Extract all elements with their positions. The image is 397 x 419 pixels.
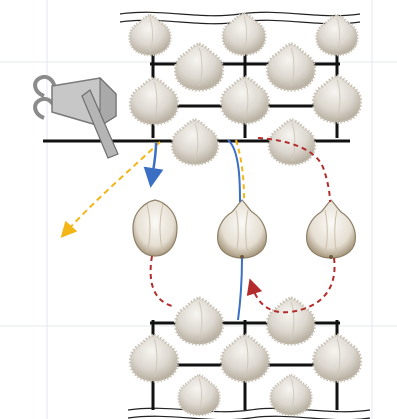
seed-icon	[221, 335, 268, 381]
seed-icon	[130, 78, 177, 124]
seed-icon	[179, 375, 220, 415]
seed-icon	[313, 335, 360, 381]
seed-icon	[269, 120, 315, 165]
seed-icon	[130, 335, 177, 381]
seed-icon	[218, 200, 267, 259]
seed-icon	[172, 120, 218, 165]
seed-icon	[307, 200, 356, 259]
seed-icon	[267, 298, 314, 344]
seed-icon	[317, 15, 358, 55]
binder-clip-icon	[35, 77, 118, 158]
seed-icon	[267, 44, 314, 90]
seed-icon	[313, 76, 360, 122]
seed-icon	[175, 298, 222, 344]
seed-icon	[271, 375, 312, 415]
seed-icon	[133, 200, 177, 256]
bottom-wavy-border	[128, 408, 370, 419]
seed-icon	[221, 77, 268, 123]
seed-icon	[223, 13, 265, 55]
seed-icon	[175, 44, 222, 90]
released-seeds	[133, 200, 355, 259]
blue-drop-arrow	[152, 143, 156, 178]
